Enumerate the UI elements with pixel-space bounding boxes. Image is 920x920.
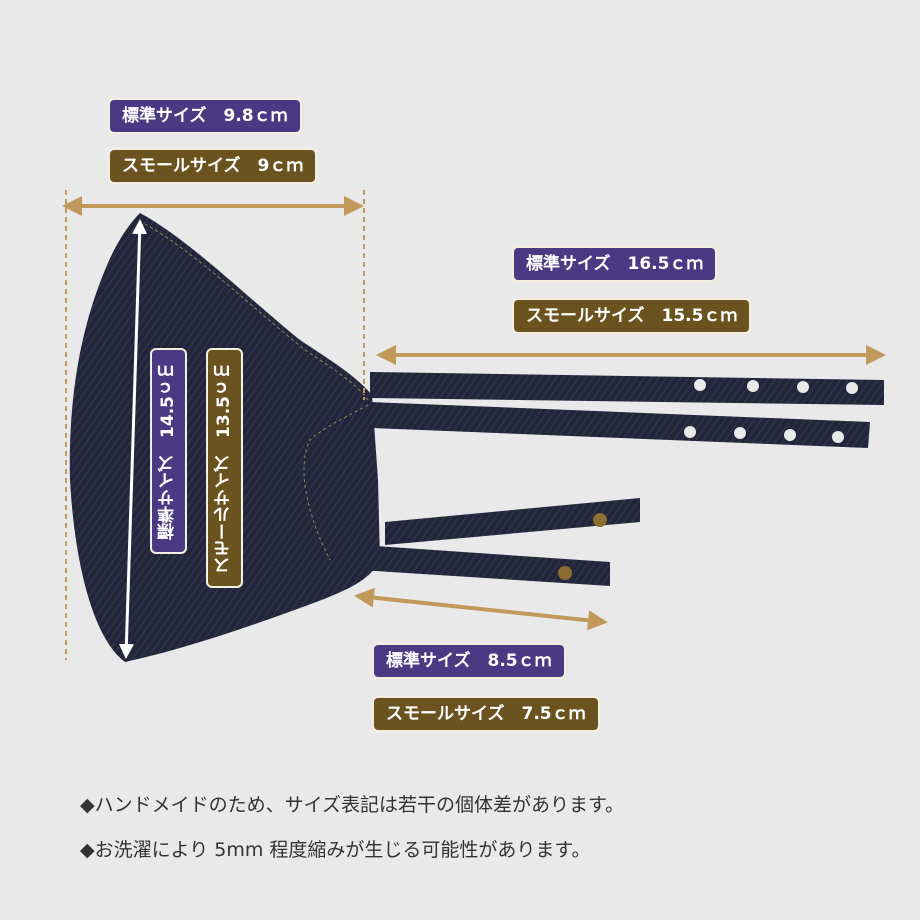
long-strap-standard-label: 標準サイズ 16.5ｃｍ bbox=[512, 246, 718, 282]
note-shrinkage: ◆お洗濯により 5mm 程度縮みが生じる可能性があります。 bbox=[80, 839, 591, 861]
long-strap-small-label: スモールサイズ 15.5ｃｍ bbox=[512, 298, 752, 334]
short-strap-arrow bbox=[354, 587, 608, 631]
note-handmade: ◆ハンドメイドのため、サイズ表記は若干の個体差があります。 bbox=[80, 794, 625, 816]
short-strap-upper bbox=[385, 498, 640, 545]
width-standard-label: 標準サイズ 9.8ｃｍ bbox=[108, 98, 302, 134]
short-strap-standard-label: 標準サイズ 8.5ｃｍ bbox=[372, 643, 566, 679]
height-arrow bbox=[118, 219, 148, 659]
short-strap-small-label: スモールサイズ 7.5ｃｍ bbox=[372, 696, 600, 732]
long-strap-lower bbox=[370, 402, 870, 448]
height-small-label: スモールサイズ 13.5ｃｍ bbox=[206, 348, 243, 588]
long-strap-upper bbox=[370, 372, 884, 405]
width-small-label: スモールサイズ 9ｃｍ bbox=[108, 148, 318, 184]
mask-stitch bbox=[144, 223, 369, 401]
height-standard-label: 標準サイズ 14.5ｃｍ bbox=[150, 348, 187, 554]
mask-seam bbox=[303, 404, 369, 561]
short-strap-lower bbox=[360, 545, 610, 586]
